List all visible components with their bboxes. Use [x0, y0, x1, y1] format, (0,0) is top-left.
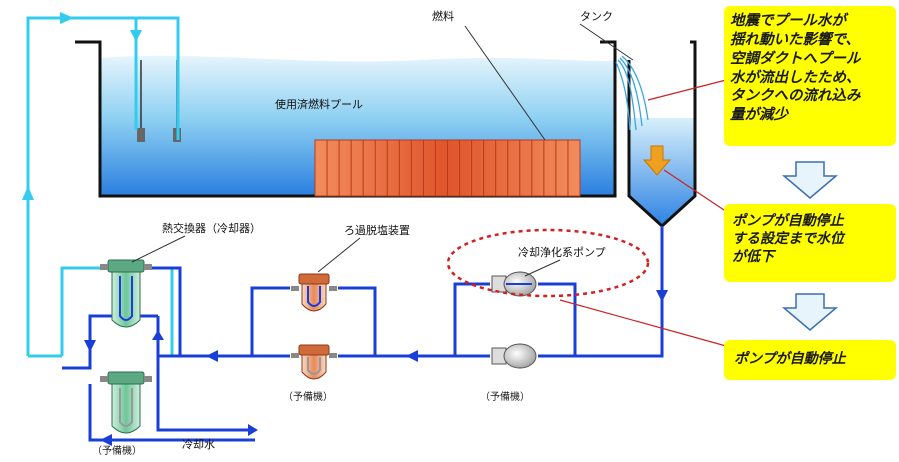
callout-lines: [559, 79, 731, 347]
supply-loop-arrows: [84, 290, 668, 446]
tank-label: タンク: [580, 10, 613, 23]
note1-line: 量が減少: [730, 107, 788, 124]
filter-label: ろ過脱塩装置: [344, 223, 410, 237]
note1-line: タンクへの流れ込み: [730, 88, 861, 105]
note3-text: ポンプが自動停止: [734, 351, 846, 367]
probe-left: [137, 60, 145, 142]
hx-standby-label: （予備機）: [92, 444, 142, 457]
note1-line: 水が流出したため、: [730, 69, 861, 86]
overflow-spray: [615, 55, 649, 131]
note2-line: する設定まで水位: [732, 231, 844, 248]
note-earthquake-overflow: 地震でプール水が 揺れ動いた影響で、 空調ダクトへプール 水が流出したため、 タ…: [724, 6, 896, 146]
filter-standby-label: （予備機）: [283, 390, 333, 403]
fuel-label: 燃料: [432, 9, 454, 23]
note1-line: 揺れ動いた影響で、: [730, 31, 860, 48]
pool-label: 使用済燃料プール: [275, 97, 363, 111]
note2-line: が低下: [732, 249, 774, 266]
filter-demineralizer-standby: [291, 344, 337, 380]
note1-line: 空調ダクトへプール: [730, 50, 861, 67]
heat-exchanger-label: 熱交換器（冷却器）: [162, 221, 261, 235]
note1-line: 地震でプール水が: [730, 13, 846, 29]
cooling-water-label: 冷却水: [182, 438, 215, 451]
pump-label: 冷却浄化系ポンプ: [518, 245, 606, 259]
heat-exchanger-main: [100, 259, 152, 328]
leader-lines: [131, 23, 634, 277]
note2-line: ポンプが自動停止: [732, 213, 844, 229]
flow-down-arrow-2: [781, 293, 839, 331]
note-pump-stop: ポンプが自動停止: [724, 340, 896, 380]
note-level-drop: ポンプが自動停止 する設定まで水位 が低下: [724, 204, 896, 282]
return-loop-arrows: [22, 12, 142, 200]
heat-exchanger-standby: [100, 371, 152, 434]
cooling-pump-main: [491, 271, 537, 297]
pump-highlight-ellipse: [446, 228, 650, 298]
filter-demineralizer-main: [291, 273, 337, 312]
cooling-pump-standby: [491, 343, 537, 369]
surge-tank: [615, 40, 697, 236]
fuel-racks: [314, 139, 581, 197]
level-drop-arrow: [642, 145, 672, 176]
flow-down-arrow-1: [781, 161, 839, 199]
pump-standby-label: （予備機）: [480, 390, 530, 403]
